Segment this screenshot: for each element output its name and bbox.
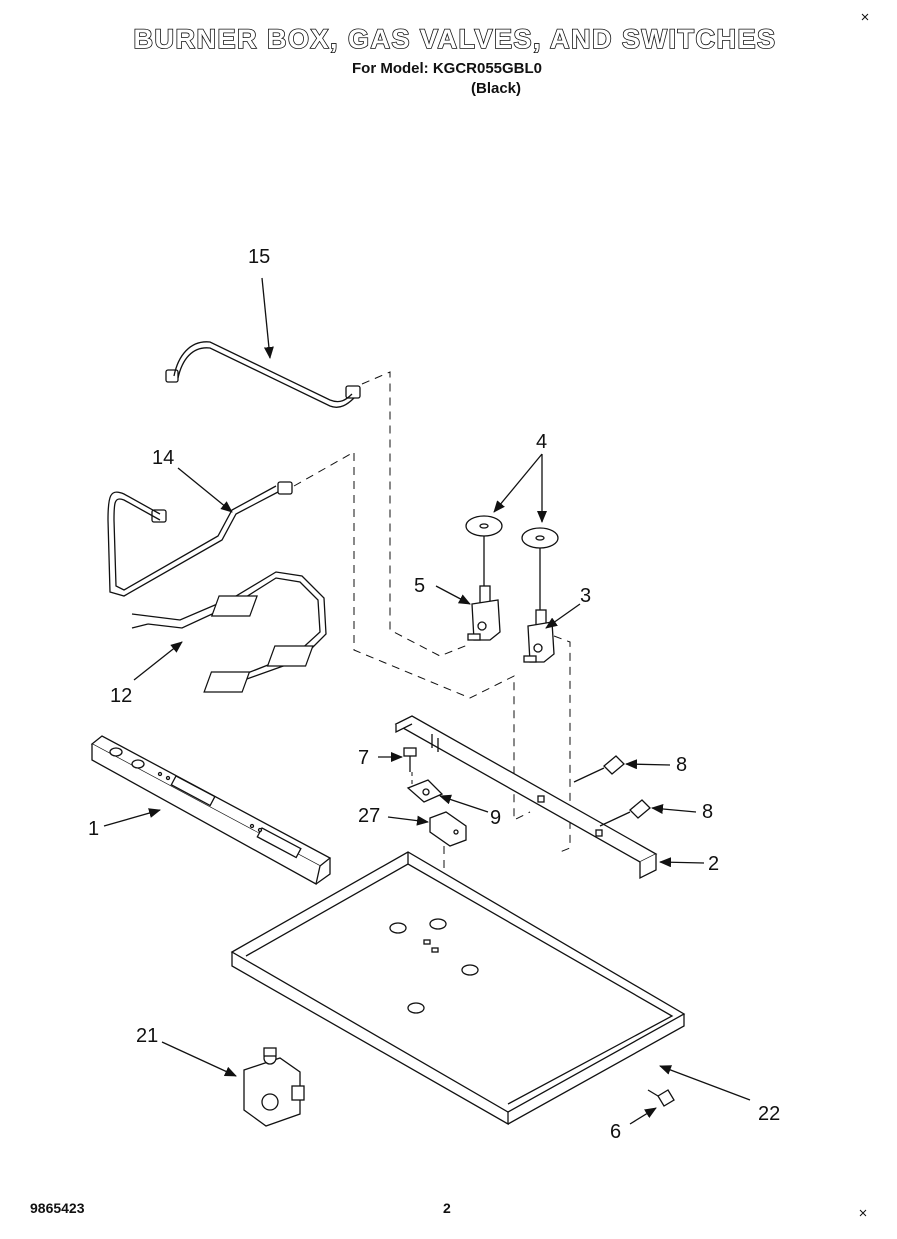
dashed-line-3 (553, 635, 571, 853)
part-3-valve (523, 548, 555, 663)
callout-8-lower: 8 (702, 801, 713, 823)
corner-mark-bottom (859, 1209, 867, 1217)
part-27-switch (429, 811, 467, 847)
callout-12: 12 (110, 685, 132, 707)
page-title: BURNER BOX, GAS VALVES, AND SWITCHES (133, 23, 777, 55)
page-number: 2 (443, 1200, 451, 1216)
callout-14: 14 (152, 447, 174, 469)
part-9-bracket (406, 779, 444, 803)
part-12-wire-harness (131, 571, 327, 693)
dashed-line-14 (293, 451, 531, 821)
part-1-front-bracket (90, 735, 332, 885)
callout-2: 2 (708, 853, 719, 875)
callout-21: 21 (136, 1025, 158, 1047)
part-5-valve (467, 536, 501, 641)
callout-3: 3 (580, 585, 591, 607)
dashed-line-15 (361, 371, 471, 657)
part-22-burner-box (230, 851, 686, 1126)
callout-15: 15 (248, 246, 270, 268)
part-2-rear-bracket (394, 715, 658, 880)
callout-6: 6 (610, 1121, 621, 1143)
color-variant: (Black) (471, 80, 522, 97)
callout-9: 9 (490, 807, 501, 829)
model-line: For Model: KGCR055GBL0 (352, 60, 543, 77)
callout-4: 4 (536, 431, 547, 453)
document-number: 9865423 (30, 1200, 85, 1216)
leader-arrows (103, 277, 751, 1125)
callout-1: 1 (88, 818, 99, 840)
callout-27: 27 (358, 805, 380, 827)
part-15-gas-tube (165, 341, 361, 408)
callout-22: 22 (758, 1103, 780, 1125)
part-21-gas-valve (243, 1047, 305, 1127)
callout-8-upper: 8 (676, 754, 687, 776)
part-14-gas-tube (107, 481, 293, 597)
callout-7: 7 (358, 747, 369, 769)
part-8-screws (573, 755, 651, 827)
callout-5: 5 (414, 575, 425, 597)
corner-mark-top (861, 13, 869, 21)
part-7-screw (403, 747, 417, 772)
part-4-washers (465, 515, 559, 549)
part-6-screw (647, 1089, 675, 1107)
